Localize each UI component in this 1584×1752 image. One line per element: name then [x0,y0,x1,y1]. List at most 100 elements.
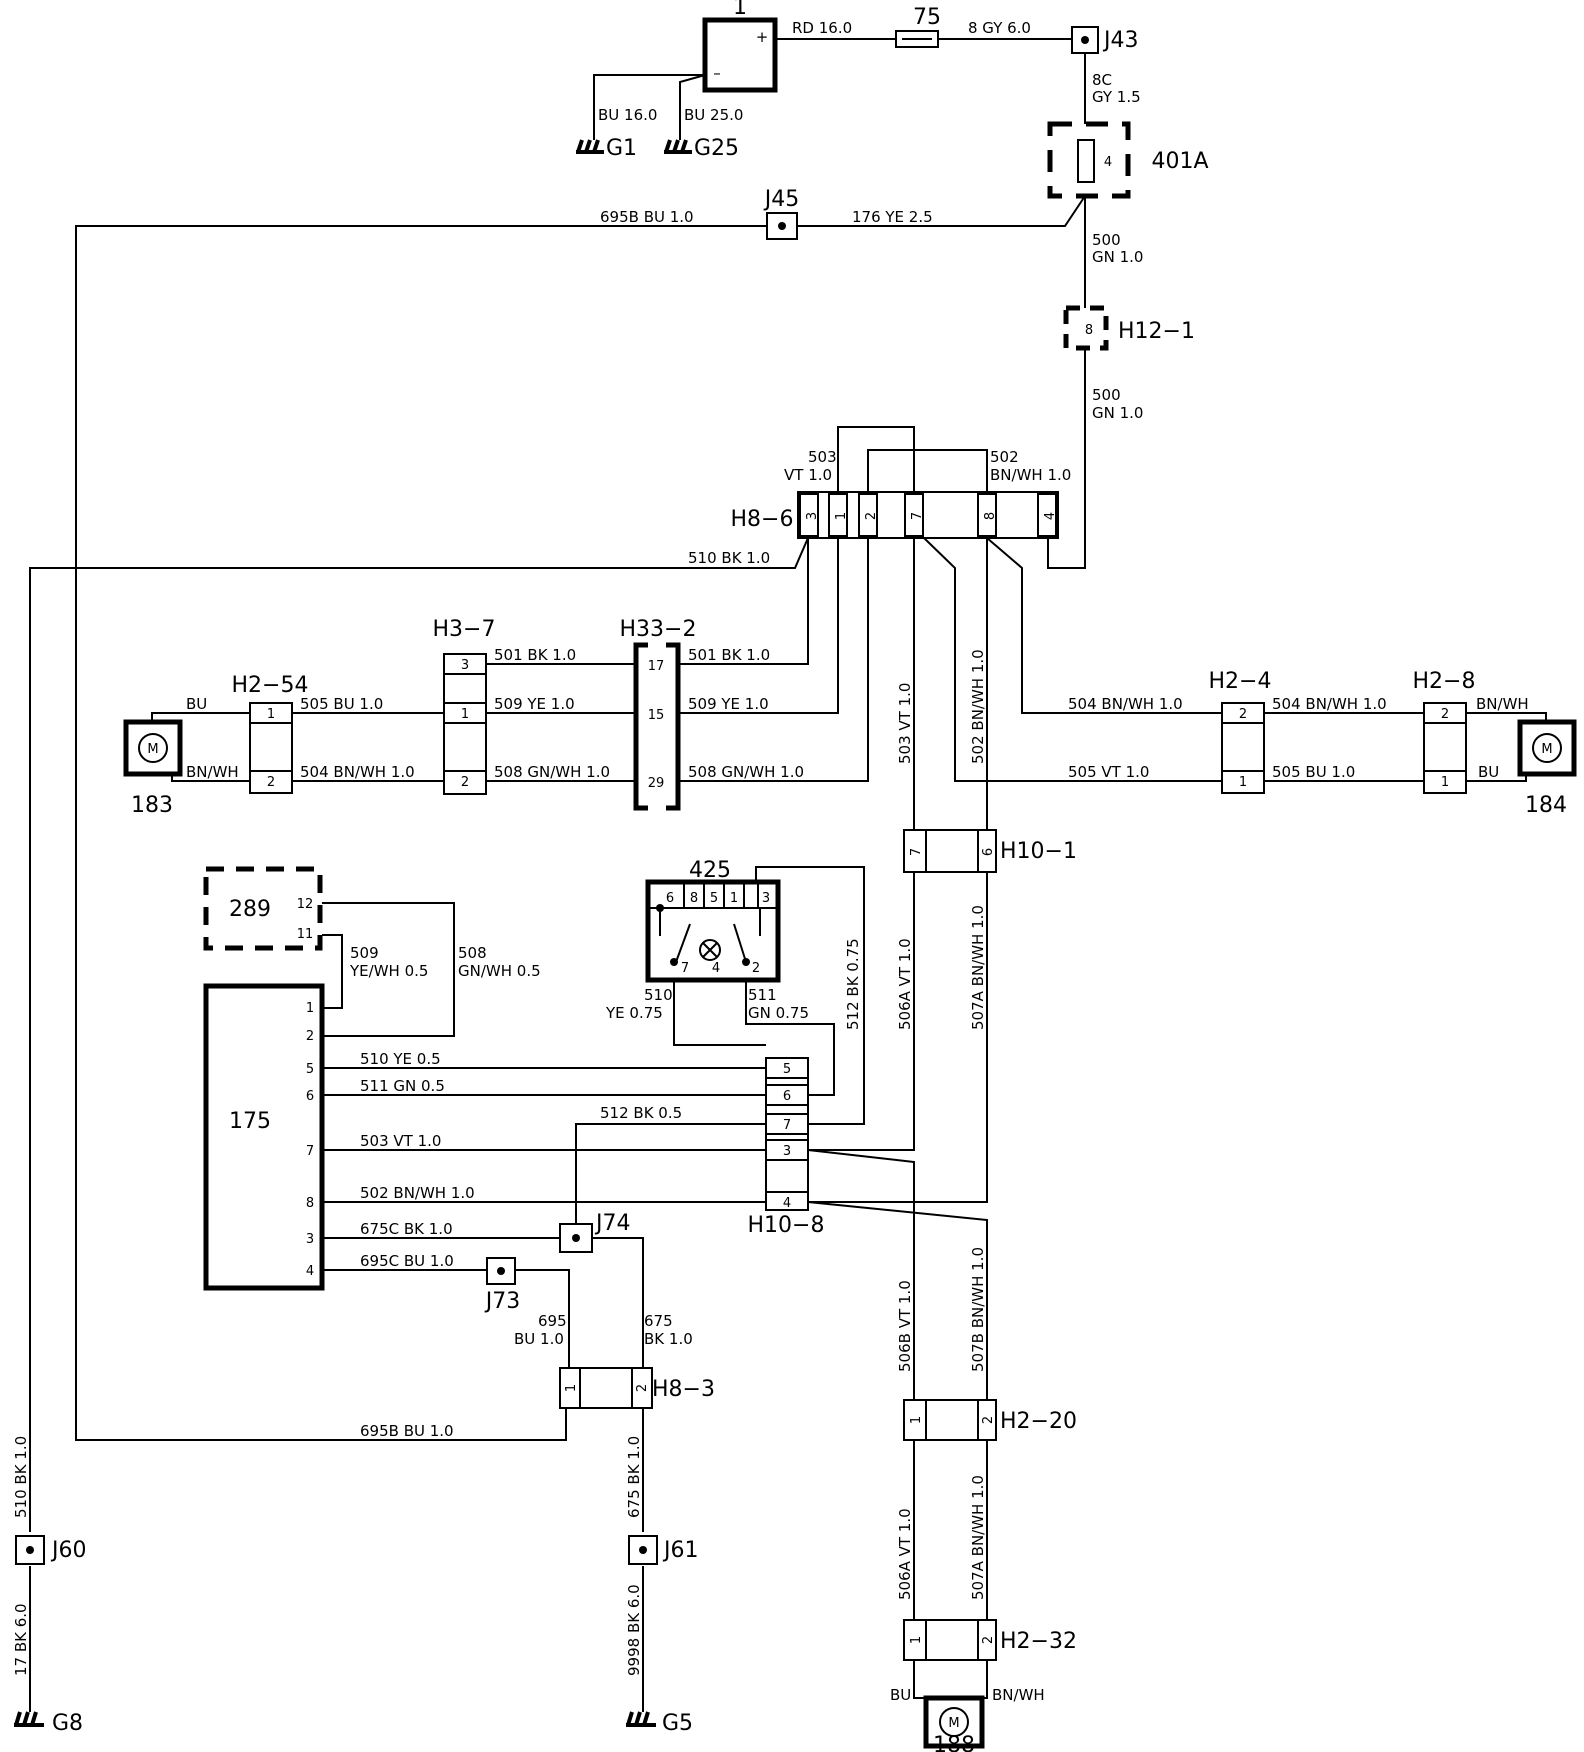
wire-510-sw [673,972,766,1046]
svg-text:GN 1.0: GN 1.0 [1092,404,1143,422]
ground-g25-label: G25 [694,136,739,161]
wire-508-gn [322,902,455,1037]
svg-text:H10−8: H10−8 [748,1213,825,1238]
svg-text:3: 3 [461,658,469,673]
ground-g1: G1 [576,136,637,161]
svg-text:500: 500 [1092,386,1121,404]
junction-j73: J73 [484,1257,520,1314]
svg-text:512 BK 0.5: 512 BK 0.5 [600,1104,682,1122]
connector-h2-54: 1 2 H2−54 [232,673,308,794]
connector-h2-20: 1 2 H2−20 [903,1399,1077,1441]
svg-text:17 BK 6.0: 17 BK 6.0 [12,1603,30,1676]
svg-text:176 YE 2.5: 176 YE 2.5 [852,208,933,226]
fuse-number: 75 [913,5,941,30]
svg-text:675 BK 1.0: 675 BK 1.0 [625,1436,643,1518]
svg-text:510 BK 1.0: 510 BK 1.0 [688,549,770,567]
wire-bu16 [593,74,705,140]
motor-184: M 184 [1517,719,1577,818]
svg-text:4: 4 [712,961,720,976]
svg-text:11: 11 [297,927,314,942]
svg-text:5: 5 [306,1062,314,1077]
svg-text:YE/WH 0.5: YE/WH 0.5 [349,962,428,980]
svg-text:503 VT 1.0: 503 VT 1.0 [896,683,914,764]
battery-plus: + [756,28,769,46]
svg-text:510 BK 1.0: 510 BK 1.0 [12,1436,30,1518]
svg-text:GN 0.75: GN 0.75 [748,1004,809,1022]
svg-text:H2−8: H2−8 [1413,669,1476,694]
svg-text:695B BU 1.0: 695B BU 1.0 [600,208,694,226]
svg-text:2: 2 [752,961,760,976]
connector-h12-1: 8 H12−1 [1063,305,1195,351]
wire-bu-188 [913,1660,938,1699]
svg-text:BU: BU [186,695,207,713]
svg-text:503: 503 [808,448,837,466]
svg-text:BK 1.0: BK 1.0 [644,1330,693,1348]
svg-text:BN/WH: BN/WH [186,763,239,781]
wire-7-to-505 [923,537,1222,782]
connector-h8-3: 1 2 H8−3 [559,1367,715,1409]
wire-501 [676,538,809,665]
fuse-block-number: 401A [1151,149,1208,174]
battery-minus: – [713,64,721,82]
wire-695b-top [75,225,767,1441]
svg-text:1: 1 [306,1001,314,1016]
svg-text:3: 3 [306,1232,314,1247]
svg-text:1: 1 [834,512,849,520]
svg-text:509: 509 [350,944,379,962]
svg-text:2: 2 [267,775,275,790]
svg-text:289: 289 [229,897,271,922]
wire-695 [515,1269,570,1368]
svg-text:695C BU 1.0: 695C BU 1.0 [360,1252,454,1270]
svg-text:H10−1: H10−1 [1000,839,1077,864]
svg-text:8: 8 [690,891,698,906]
svg-text:1: 1 [730,891,738,906]
motor-188-label: 188 [933,1733,975,1752]
switch-425: 425 6 8 5 1 3 7 4 2 [645,858,781,983]
svg-text:8 GY 6.0: 8 GY 6.0 [968,19,1031,37]
svg-text:175: 175 [229,1109,271,1134]
wire-509 [676,538,839,714]
battery-number: 1 [733,0,747,20]
svg-text:508 GN/WH 1.0: 508 GN/WH 1.0 [494,763,610,781]
wire-512-sw [755,866,865,1125]
svg-text:J74: J74 [594,1211,630,1236]
svg-text:H8−3: H8−3 [652,1377,715,1402]
svg-text:BU: BU [1478,763,1499,781]
motor-183-label: 183 [131,793,173,818]
svg-text:J43: J43 [1102,28,1138,53]
svg-text:508: 508 [458,944,487,962]
motor-184-label: 184 [1525,793,1567,818]
svg-text:VT 1.0: VT 1.0 [784,466,832,484]
wire-labels: RD 16.0 8 GY 6.0 BU 16.0 BU 25.0 8C GY 1… [12,19,1529,1704]
wire-506a [808,872,915,1151]
svg-text:BU 25.0: BU 25.0 [684,106,743,124]
svg-text:1: 1 [1441,775,1449,790]
ground-g1-label: G1 [606,136,637,161]
wire-506b [807,1149,915,1400]
svg-text:501 BK 1.0: 501 BK 1.0 [688,646,770,664]
svg-text:505 VT 1.0: 505 VT 1.0 [1068,763,1149,781]
svg-text:H8−6: H8−6 [731,507,794,532]
svg-text:2: 2 [981,1636,996,1644]
svg-text:BN/WH 1.0: BN/WH 1.0 [990,466,1071,484]
svg-text:504 BN/WH 1.0: 504 BN/WH 1.0 [1272,695,1387,713]
svg-text:3: 3 [805,512,820,520]
svg-text:15: 15 [648,708,665,723]
wire-8-to-504 [986,537,1222,714]
svg-text:1: 1 [909,1416,924,1424]
svg-text:YE 0.75: YE 0.75 [605,1004,663,1022]
svg-text:3: 3 [762,891,770,906]
wire-503-loop [837,426,915,492]
svg-text:3: 3 [783,1144,791,1159]
svg-text:695B BU 1.0: 695B BU 1.0 [360,1422,454,1440]
svg-text:505 BU 1.0: 505 BU 1.0 [1272,763,1355,781]
svg-text:2: 2 [635,1384,650,1392]
wire-507a [808,872,988,1203]
ground-g8-label: G8 [52,1711,83,1736]
svg-text:695: 695 [538,1312,567,1330]
svg-text:GY 1.5: GY 1.5 [1092,88,1141,106]
svg-text:8: 8 [1085,323,1093,338]
svg-text:2: 2 [306,1029,314,1044]
svg-text:6: 6 [666,891,674,906]
